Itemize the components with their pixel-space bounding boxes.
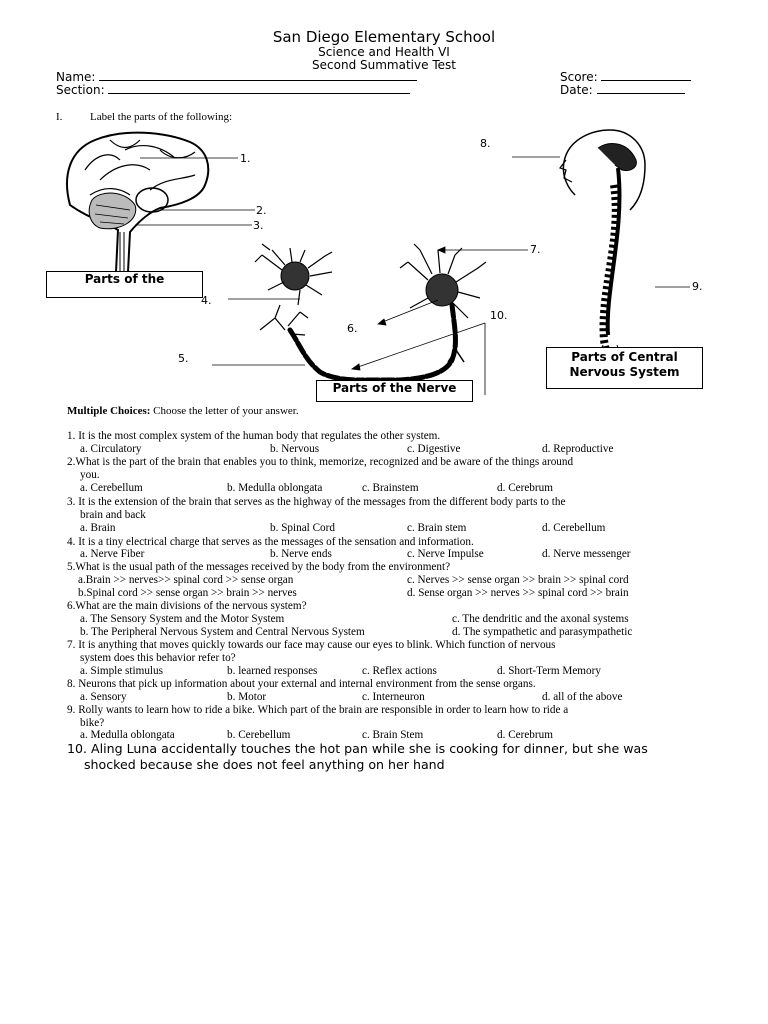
question-7-cont: system does this behavior refer to? [80, 652, 236, 664]
q5-choice-b: b.Spinal cord >> sense organ >> brain >>… [78, 587, 297, 599]
question-9-cont: bike? [80, 717, 105, 729]
brain-illustration [66, 131, 210, 273]
q6-choice-b: b. The Peripheral Nervous System and Cen… [80, 626, 365, 638]
label-8: 8. [480, 137, 491, 150]
section-label: Section: [56, 83, 105, 97]
q1-choice-d: d. Reproductive [542, 443, 614, 455]
label-3: 3. [253, 219, 264, 232]
q5-choice-a: a.Brain >> nerves>> spinal cord >> sense… [78, 574, 294, 586]
question-7: 7. It is anything that moves quickly tow… [67, 639, 556, 651]
name-blank [99, 70, 418, 81]
q2-choice-d: d. Cerebrum [497, 482, 553, 494]
q8-choice-d: d. all of the above [542, 691, 623, 703]
q7-choice-b: b. learned responses [227, 665, 318, 677]
question-10: 10. Aling Luna accidentally touches the … [67, 741, 648, 756]
q9-choice-b: b. Cerebellum [227, 729, 291, 741]
test-title: Second Summative Test [312, 58, 456, 72]
question-4: 4. It is a tiny electrical charge that s… [67, 536, 474, 548]
question-6: 6.What are the main divisions of the ner… [67, 600, 307, 612]
spinal-cord-illustration [559, 129, 646, 376]
q9-choice-c: c. Brain Stem [362, 729, 424, 741]
q9-choice-a: a. Medulla oblongata [80, 729, 175, 741]
question-2-cont: you. [80, 469, 100, 481]
q1-choice-c: c. Digestive [407, 443, 461, 455]
label-7: 7. [530, 243, 541, 256]
date-blank [596, 83, 685, 94]
nerve-caption-text: Parts of the Nerve [332, 381, 457, 395]
q1-choice-b: b. Nervous [270, 443, 320, 455]
neuron-right-illustration [359, 243, 487, 383]
name-field: Name: [56, 70, 418, 84]
q7-choice-d: d. Short-Term Memory [497, 665, 601, 677]
subject-title: Science and Health VI [318, 45, 450, 59]
q4-choice-b: b. Nerve ends [270, 548, 332, 560]
label-6: 6. [347, 322, 358, 335]
q6-choice-a: a. The Sensory System and the Motor Syst… [80, 613, 285, 625]
school-name: San Diego Elementary School [272, 28, 496, 46]
q8-choice-c: c. Interneuron [362, 691, 425, 703]
nerve-pointer-lines [212, 246, 528, 395]
question-1: 1. It is the most complex system of the … [67, 430, 441, 442]
question-8: 8. Neurons that pick up information abou… [67, 678, 536, 690]
q4-choice-d: d. Nerve messenger [542, 548, 631, 560]
q7-choice-c: c. Reflex actions [362, 665, 437, 677]
q2-choice-a: a. Cerebellum [80, 482, 143, 494]
q8-choice-b: b. Motor [227, 691, 267, 703]
label-5: 5. [178, 352, 189, 365]
q5-choice-c: c. Nerves >> sense organ >> brain >> spi… [407, 574, 629, 586]
q6-choice-c: c. The dendritic and the axonal systems [452, 613, 629, 625]
q3-choice-d: d. Cerebellum [542, 522, 606, 534]
brain-caption-text: Parts of the [84, 272, 165, 286]
label-1: 1. [240, 152, 251, 165]
q1-choice-a: a. Circulatory [80, 443, 142, 455]
label-2: 2. [256, 204, 267, 217]
q4-choice-a: a. Nerve Fiber [80, 548, 145, 560]
q3-choice-a: a. Brain [80, 522, 116, 534]
mc-heading: Multiple Choices: [67, 405, 151, 417]
label-9: 9. [692, 280, 703, 293]
question-5: 5.What is the usual path of the messages… [67, 561, 451, 573]
mc-heading-line: Multiple Choices: Choose the letter of y… [67, 405, 299, 417]
q8-choice-a: a. Sensory [80, 691, 127, 703]
q2-choice-b: b. Medulla oblongata [227, 482, 323, 494]
mc-instruction: Choose the letter of your answer. [153, 405, 299, 417]
score-field: Score: [560, 70, 692, 84]
label-10: 10. [490, 309, 508, 322]
cns-caption-line2: Nervous System [569, 365, 680, 379]
q3-choice-c: c. Brain stem [407, 522, 467, 534]
section-field: Section: [56, 83, 411, 97]
part1-instruction: Label the parts of the following: [90, 111, 233, 123]
nerve-figure-caption: Parts of the Nerve [316, 380, 473, 402]
brain-figure-caption: Parts of the [46, 271, 203, 298]
question-10-cont: shocked because she does not feel anythi… [84, 757, 445, 772]
score-label: Score: [560, 70, 598, 84]
neuron-left-illustration [254, 243, 363, 383]
spine-pointer-lines [512, 156, 690, 288]
q6-choice-d: d. The sympathetic and parasympathetic [452, 626, 633, 638]
q2-choice-c: c. Brainstem [362, 482, 419, 494]
name-label: Name: [56, 70, 96, 84]
question-9: 9. Rolly wants to learn how to ride a bi… [67, 704, 569, 716]
label-4: 4. [201, 294, 212, 307]
q4-choice-c: c. Nerve Impulse [407, 548, 484, 560]
q9-choice-d: d. Cerebrum [497, 729, 553, 741]
diagram-illustrations [66, 129, 690, 395]
question-2: 2.What is the part of the brain that ena… [67, 456, 574, 468]
question-3: 3. It is the extension of the brain that… [67, 496, 566, 508]
score-blank [601, 70, 692, 81]
q3-choice-b: b. Spinal Cord [270, 522, 335, 534]
question-3-cont: brain and back [80, 509, 146, 521]
q7-choice-a: a. Simple stimulus [80, 665, 163, 677]
q5-choice-d: d. Sense organ >> nerves >> spinal cord … [407, 587, 629, 599]
cns-caption-line1: Parts of Central [571, 350, 678, 364]
part1-numeral: I. [56, 111, 63, 123]
section-blank [108, 83, 411, 94]
cns-figure-caption: Parts of Central Nervous System [546, 347, 703, 389]
date-field: Date: [560, 83, 685, 97]
date-label: Date: [560, 83, 593, 97]
brain-pointer-lines [135, 157, 255, 226]
